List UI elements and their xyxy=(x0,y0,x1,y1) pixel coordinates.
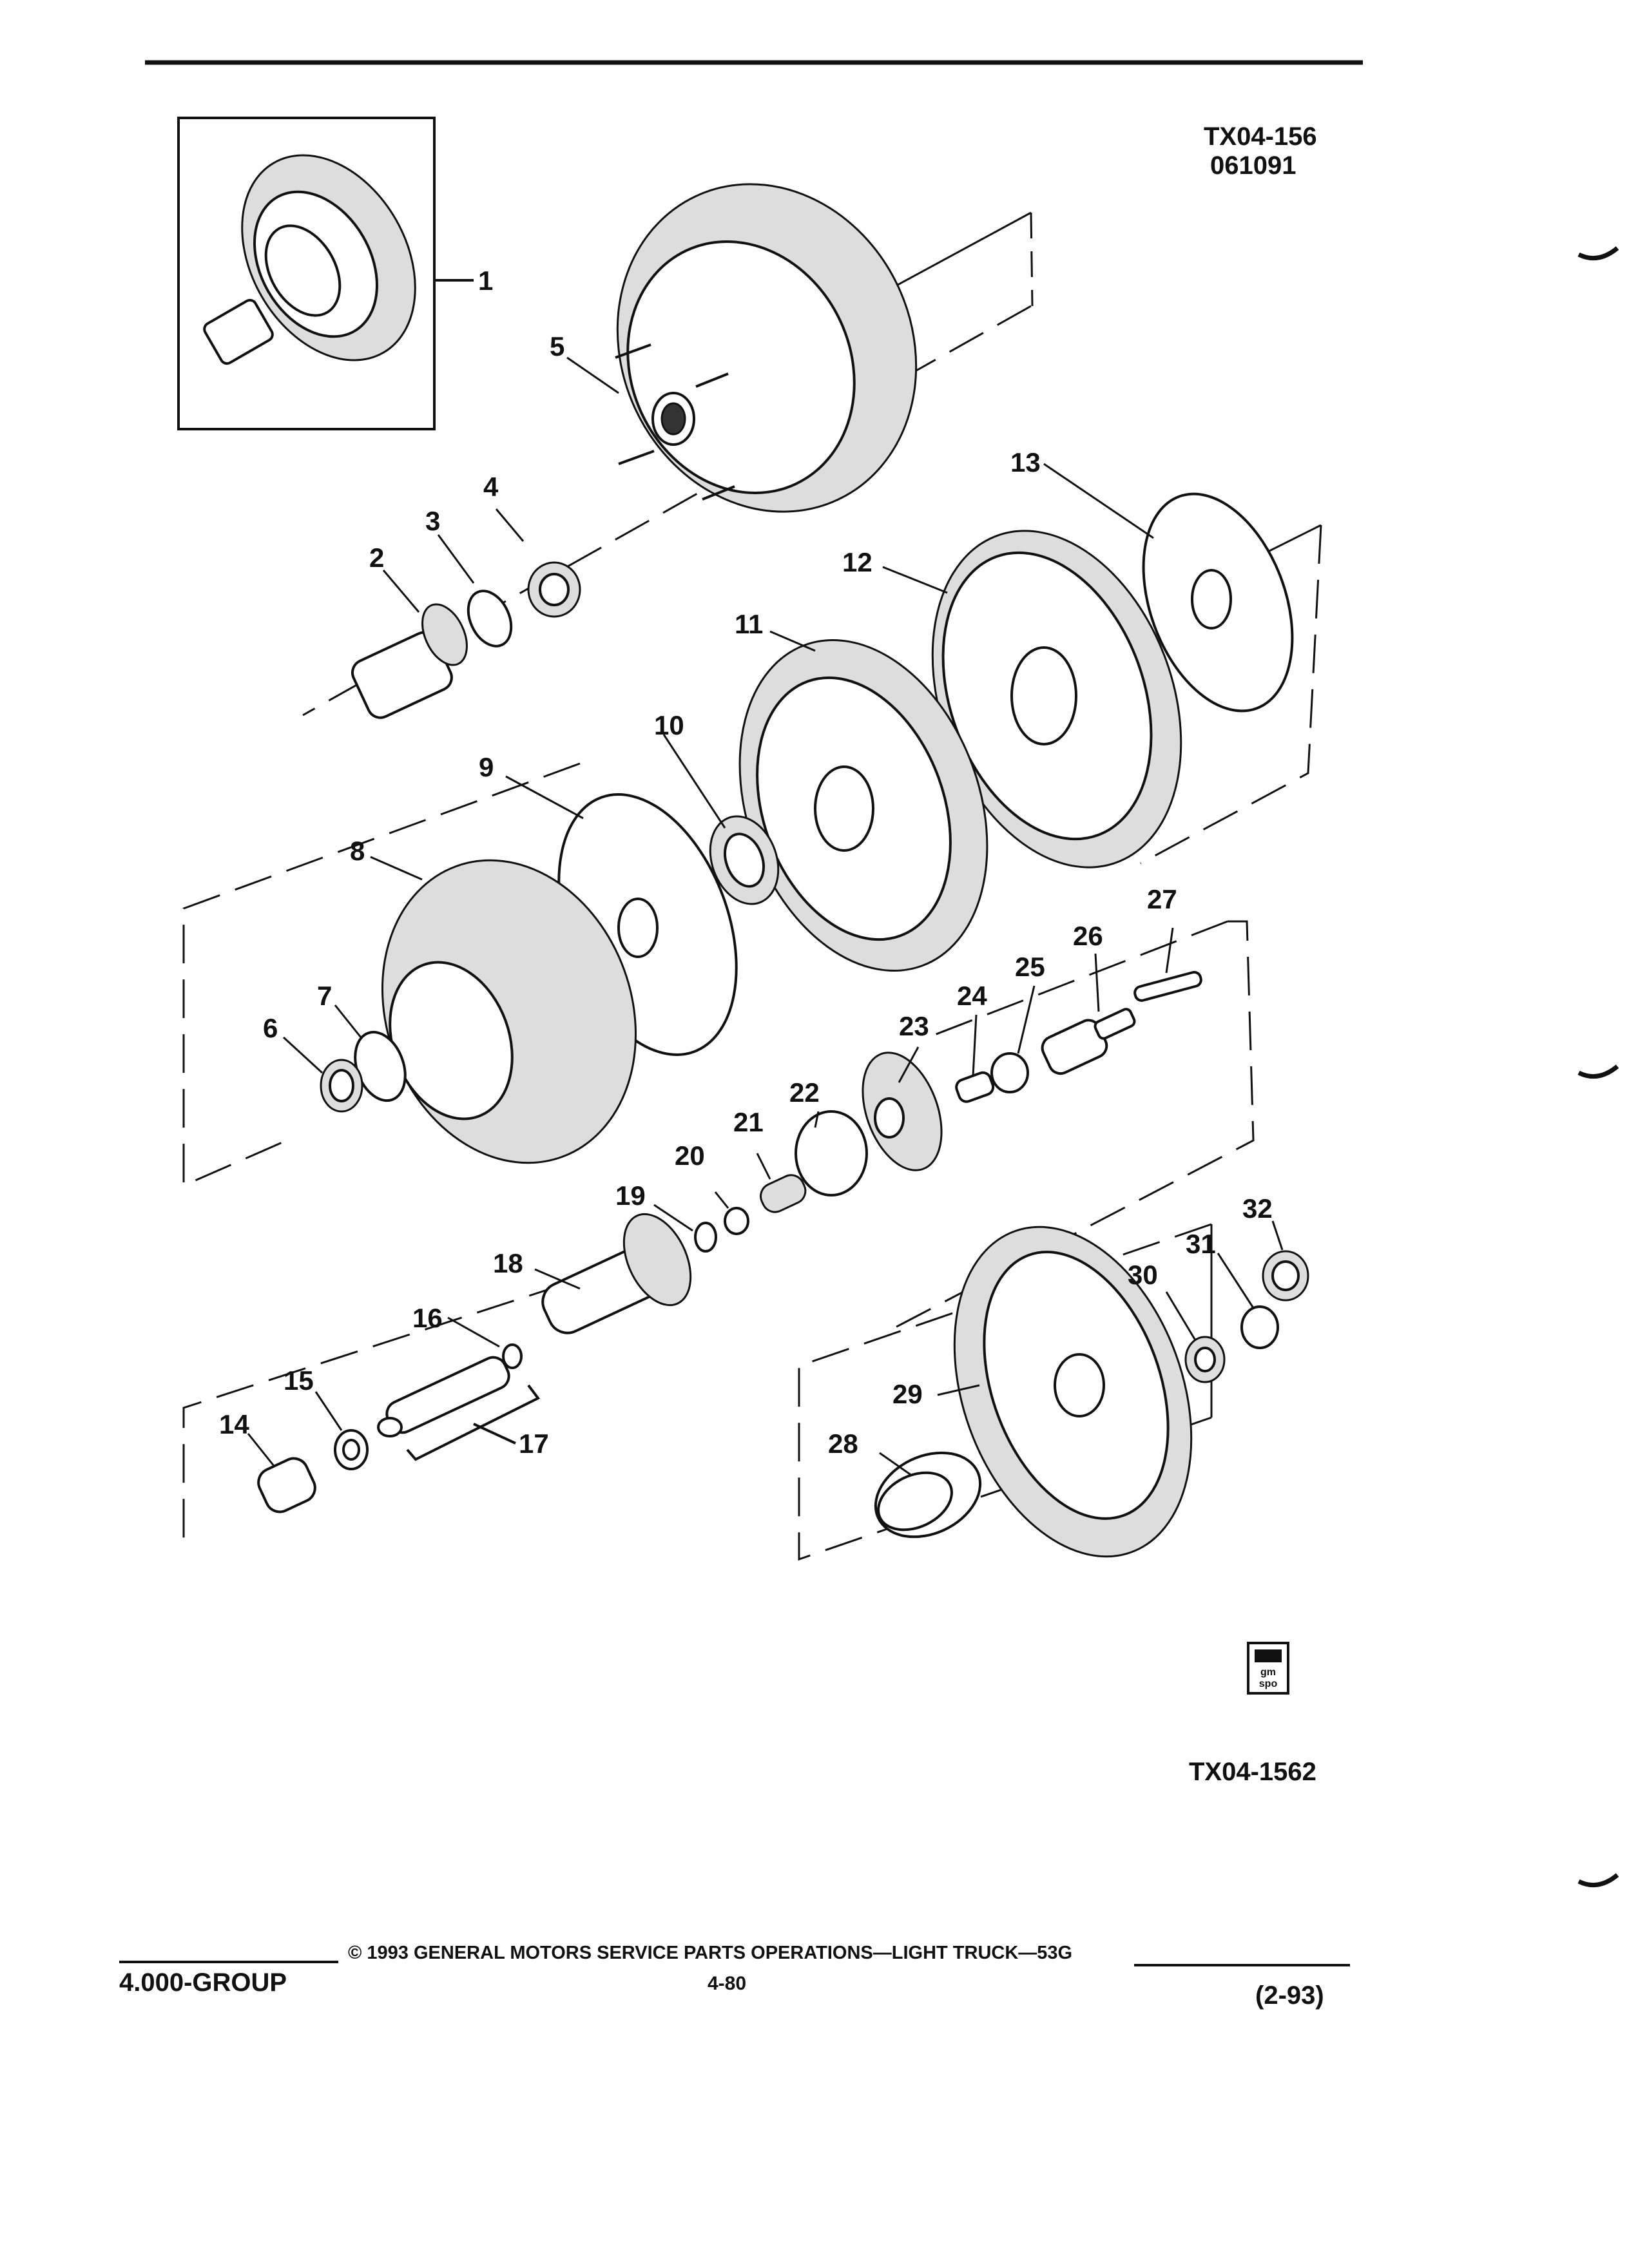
binding-mark xyxy=(1577,1873,1619,1888)
callout-3: 3 xyxy=(425,506,440,536)
part-12-flexplate xyxy=(931,530,1182,869)
callout-28: 28 xyxy=(828,1428,858,1459)
part-14-bushing xyxy=(257,1457,316,1514)
callout-27: 27 xyxy=(1147,884,1177,914)
callout-5: 5 xyxy=(550,331,564,361)
callout-11: 11 xyxy=(735,609,763,639)
callout-13: 13 xyxy=(1010,447,1041,477)
part-3-washer xyxy=(467,590,513,648)
part-22-gear xyxy=(795,1110,868,1196)
callout-12: 12 xyxy=(842,547,872,577)
part-28-spring xyxy=(874,1451,982,1539)
callout-22: 22 xyxy=(789,1077,820,1108)
binding-mark xyxy=(1577,246,1619,261)
part-2-hub xyxy=(351,603,468,719)
svg-text:gm: gm xyxy=(1260,1667,1276,1678)
part-20-ring xyxy=(724,1207,749,1235)
part-26-plunger xyxy=(1041,1008,1136,1075)
part-8-cover xyxy=(381,859,637,1164)
date-code: 061091 xyxy=(1210,151,1296,180)
callout-23: 23 xyxy=(899,1011,929,1041)
callout-26: 26 xyxy=(1073,921,1103,951)
callout-18: 18 xyxy=(493,1248,523,1278)
callout-9: 9 xyxy=(479,752,494,782)
footer-page-number: 4-80 xyxy=(708,1973,746,1994)
part-23-plate xyxy=(862,1052,943,1171)
part-24-valve xyxy=(955,1071,995,1103)
callout-19: 19 xyxy=(615,1180,646,1211)
part-13-plate xyxy=(1142,492,1294,713)
part-18-shaft xyxy=(541,1213,692,1334)
binding-mark xyxy=(1577,1064,1619,1079)
callout-labels: 1 2 3 4 5 6 7 8 9 10 11 12 13 14 15 16 1… xyxy=(219,265,1273,1459)
callout-30: 30 xyxy=(1128,1260,1158,1290)
callout-2: 2 xyxy=(369,543,384,573)
callout-21: 21 xyxy=(733,1107,764,1137)
callout-20: 20 xyxy=(675,1140,705,1171)
drawing-code: TX04-156 xyxy=(1204,122,1317,151)
leader-lines xyxy=(247,356,1284,1477)
svg-text:spo: spo xyxy=(1259,1678,1278,1689)
callout-7: 7 xyxy=(317,981,332,1011)
callout-31: 31 xyxy=(1186,1229,1216,1259)
part-29-pump-gear xyxy=(953,1225,1193,1558)
callout-4: 4 xyxy=(483,472,499,502)
gm-spo-logo-icon: gm spo xyxy=(1247,1642,1289,1695)
part-6-bearing xyxy=(320,1059,363,1113)
part-10-seal xyxy=(709,815,780,905)
callout-32: 32 xyxy=(1242,1193,1273,1224)
part-25-cap xyxy=(990,1052,1029,1093)
part-21-spring xyxy=(760,1174,807,1213)
callout-17: 17 xyxy=(519,1428,549,1459)
part-16-oring xyxy=(502,1343,523,1369)
callout-29: 29 xyxy=(892,1379,923,1409)
callout-16: 16 xyxy=(412,1303,443,1333)
figure-code: TX04-1562 xyxy=(1189,1758,1316,1786)
part-11-pulley xyxy=(738,639,988,972)
callout-1: 1 xyxy=(478,265,493,296)
part-19-snap-ring xyxy=(694,1222,717,1253)
callout-8: 8 xyxy=(350,836,365,866)
footer-group: 4.000-GROUP xyxy=(119,1968,287,1997)
part-4-bushing xyxy=(527,561,581,618)
footer-copyright: © 1993 GENERAL MOTORS SERVICE PARTS OPER… xyxy=(348,1943,1072,1963)
inset-assembly xyxy=(177,117,474,430)
part-31-fitting xyxy=(1240,1305,1279,1349)
part-5-converter-housing xyxy=(615,183,918,513)
callout-15: 15 xyxy=(284,1365,314,1396)
callout-6: 6 xyxy=(263,1013,278,1043)
callout-24: 24 xyxy=(957,981,987,1011)
part-32-ring xyxy=(1262,1250,1309,1302)
part-30-bushing xyxy=(1184,1336,1226,1383)
callout-14: 14 xyxy=(219,1409,249,1439)
part-15-washer xyxy=(334,1429,369,1470)
part-17-valve-assembly xyxy=(377,1356,541,1461)
part-27-pin xyxy=(1133,970,1202,1002)
footer-date: (2-93) xyxy=(1255,1981,1324,2010)
callout-10: 10 xyxy=(654,710,684,740)
callout-25: 25 xyxy=(1015,952,1045,982)
